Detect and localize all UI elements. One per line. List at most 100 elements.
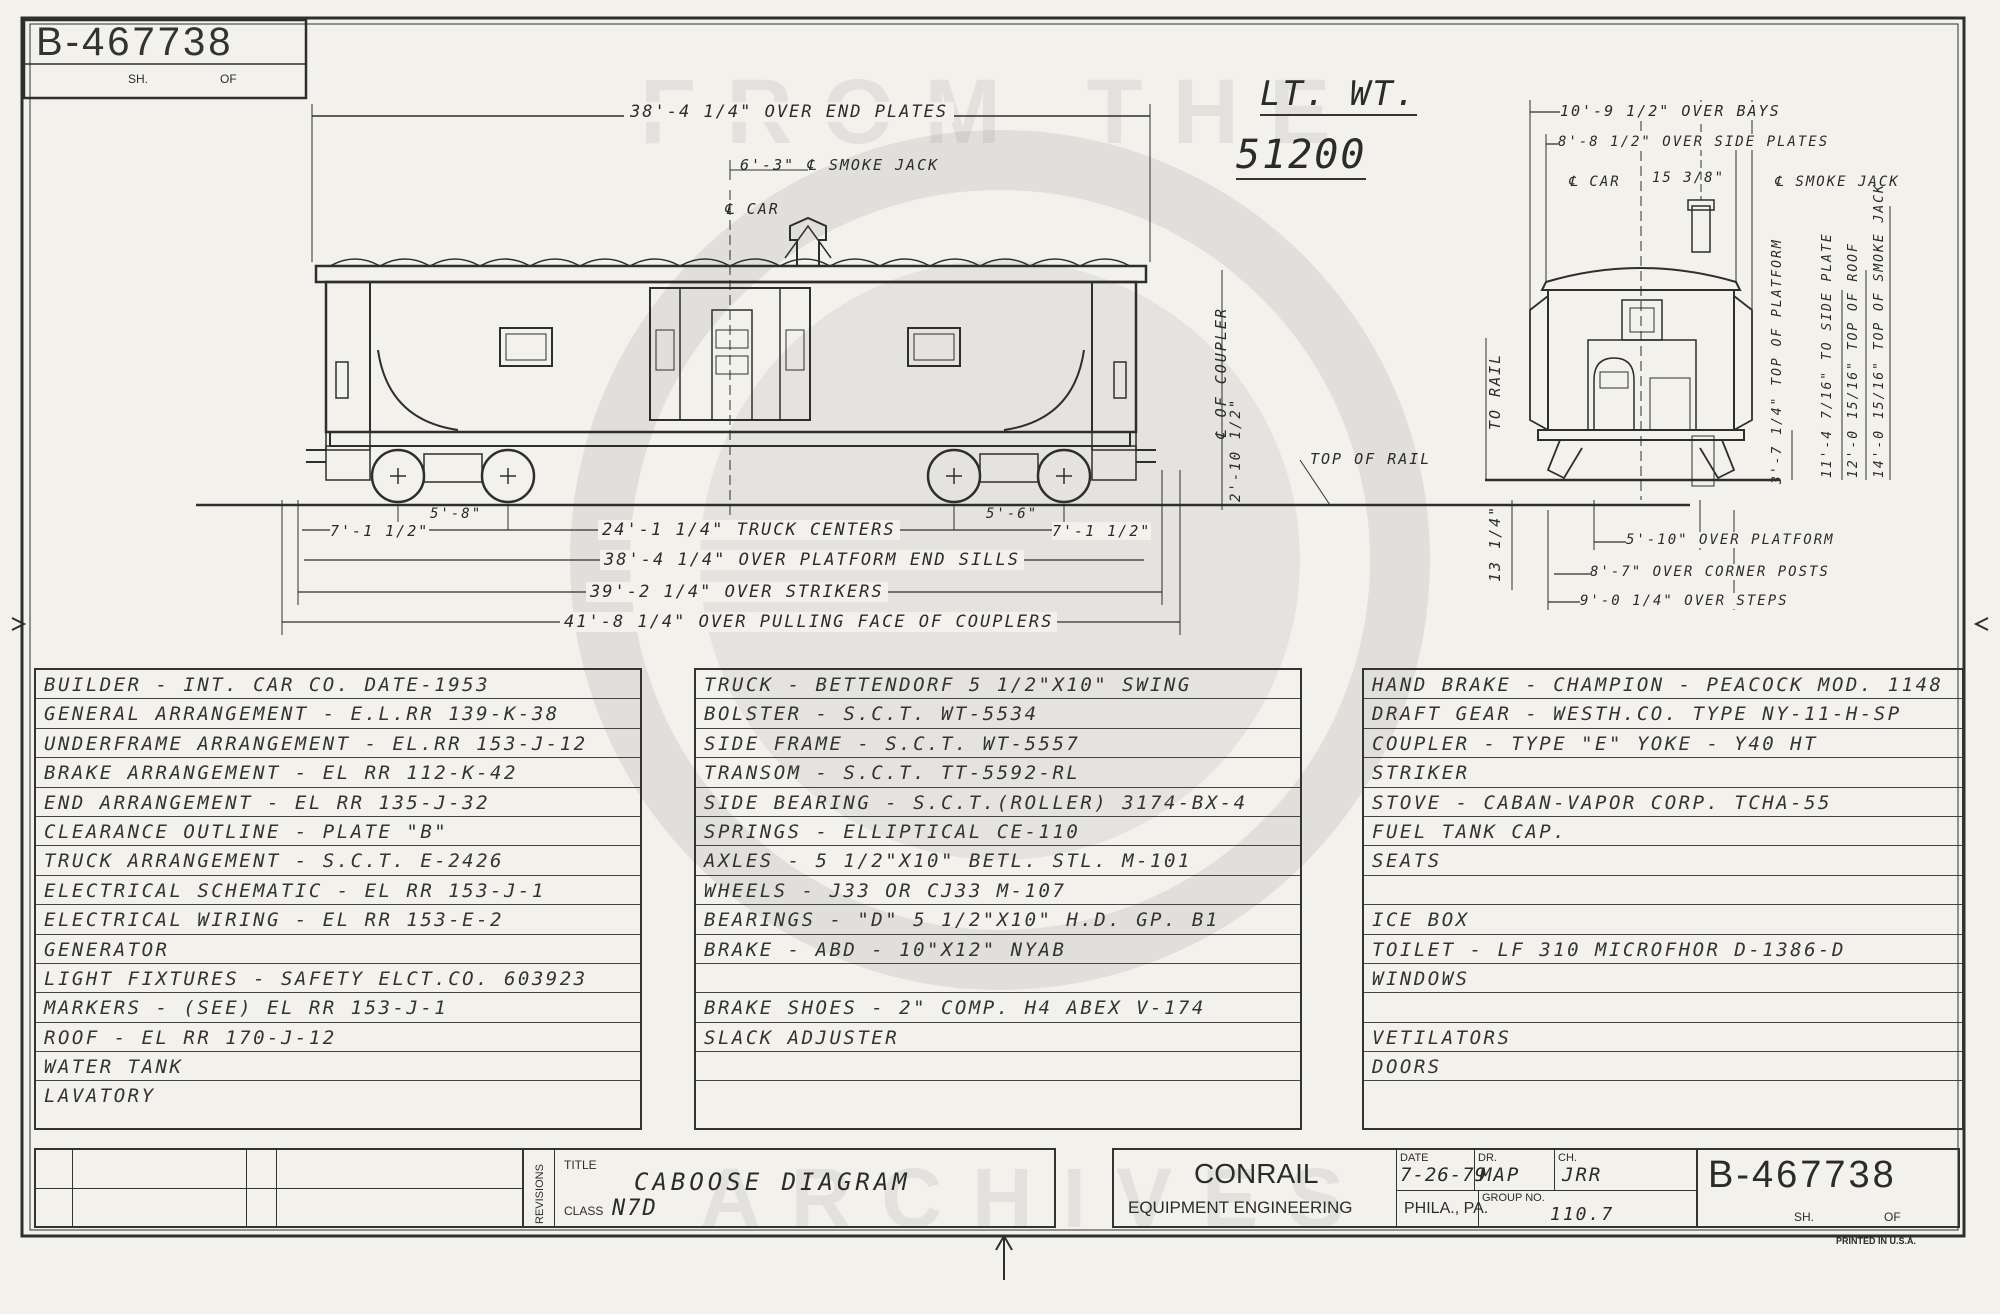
- dim-smoke-jack: 6'-3" ℄ SMOKE JACK: [740, 156, 940, 174]
- of-label-top: OF: [220, 72, 237, 86]
- dim-over-strikers: 39'-2 1/4" OVER STRIKERS: [586, 582, 888, 602]
- spec-row: LIGHT FIXTURES - SAFETY ELCT.CO. 603923: [36, 964, 640, 994]
- spec-row: AXLES - 5 1/2"X10" BETL. STL. M-101: [696, 846, 1300, 876]
- spec-row: BRAKE SHOES - 2" COMP. H4 ABEX V-174: [696, 993, 1300, 1023]
- ch-label: CH.: [1558, 1152, 1577, 1164]
- dim-end-left: 7'-1 1/2": [330, 522, 430, 540]
- dim-wheelbase-left: 5'-8": [430, 506, 483, 522]
- spec-row: TRUCK ARRANGEMENT - S.C.T. E-2426: [36, 846, 640, 876]
- spec-row: DRAFT GEAR - WESTH.CO. TYPE NY-11-H-SP: [1364, 699, 1962, 729]
- spec-table-truck: TRUCK - BETTENDORF 5 1/2"X10" SWING S.C.…: [694, 668, 1302, 1130]
- dim-over-couplers: 41'-8 1/4" OVER PULLING FACE OF COUPLERS: [560, 612, 1058, 632]
- dim-step-height: 13 1/4": [1486, 504, 1504, 582]
- label-end-car-cl: ℄ CAR: [1568, 174, 1621, 190]
- dim-side-plate-height: 11'-4 7/16" TO SIDE PLATE: [1820, 232, 1835, 478]
- spec-row: STOVE - CABAN-VAPOR CORP. TCHA-55: [1364, 788, 1962, 817]
- side-window: [499, 327, 553, 367]
- outer-border: [20, 16, 1966, 1238]
- spec-row: TOILET - LF 310 MICROFHOR D-1386-D: [1364, 935, 1962, 964]
- spec-row: SPRINGS - ELLIPTICAL CE-110: [696, 817, 1300, 847]
- spec-row: [696, 964, 1300, 994]
- spec-row: DOORS: [1364, 1052, 1962, 1082]
- dim-over-end-plates: 38'-4 1/4" OVER END PLATES: [624, 102, 955, 122]
- dim-truck-centers: 24'-1 1/4" TRUCK CENTERS: [598, 520, 900, 540]
- revisions-label: REVISIONS: [534, 1164, 546, 1224]
- of-label-bottom: OF: [1884, 1210, 1901, 1224]
- spec-row: [696, 1052, 1300, 1082]
- spec-row: GENERAL ARRANGEMENT - E.L.RR 139-K-38: [36, 699, 640, 729]
- sheet-label-top: SH.: [128, 72, 149, 86]
- date-value: 7-26-79: [1400, 1164, 1488, 1186]
- bays: [1529, 295, 1753, 431]
- class-label: CLASS: [564, 1204, 604, 1218]
- spec-row: ELECTRICAL SCHEMATIC - EL RR 153-J-1: [36, 876, 640, 906]
- revisions-block: [34, 1148, 524, 1228]
- group-label: GROUP NO.: [1482, 1192, 1545, 1204]
- printed-in-label: PRINTED IN U.S.A.: [1836, 1236, 1917, 1246]
- spec-row: [1364, 993, 1962, 1023]
- spec-row: [1364, 876, 1962, 906]
- side-window: [907, 327, 961, 367]
- spec-row: [1364, 1081, 1962, 1110]
- company-box: CONRAIL EQUIPMENT ENGINEERING DATE 7-26-…: [1112, 1148, 1960, 1228]
- drawing-title: CABOOSE DIAGRAM: [634, 1168, 911, 1196]
- location: PHILA., PA.: [1404, 1200, 1489, 1217]
- dim-over-sills: 38'-4 1/4" OVER PLATFORM END SILLS: [600, 550, 1024, 570]
- spec-row: BRAKE ARRANGEMENT - EL RR 112-K-42: [36, 758, 640, 788]
- spec-row: COUPLER - TYPE "E" YOKE - Y40 HT: [1364, 729, 1962, 759]
- dim-over-corner-posts: 8'-7" OVER CORNER POSTS: [1590, 564, 1830, 580]
- spec-row: VETILATORS: [1364, 1023, 1962, 1053]
- number-box-top: [22, 18, 308, 100]
- end-door: [1593, 357, 1635, 431]
- dim-jack-offset: 15 3/8": [1652, 170, 1726, 186]
- label-to-rail: TO RAIL: [1486, 352, 1504, 430]
- spec-row: ROOF - EL RR 170-J-12: [36, 1023, 640, 1053]
- dim-over-platform: 5'-10" OVER PLATFORM: [1626, 532, 1835, 548]
- dim-over-steps: 9'-0 1/4" OVER STEPS: [1580, 593, 1789, 609]
- drawing-number-bottom: B-467738: [1708, 1154, 1897, 1196]
- label-end-smoke-jack: ℄ SMOKE JACK: [1774, 174, 1900, 190]
- spec-row: SEATS: [1364, 846, 1962, 876]
- dim-roof-height: 12'-0 15/16" TOP OF ROOF: [1846, 242, 1861, 478]
- spec-row: MARKERS - (SEE) EL RR 153-J-1: [36, 993, 640, 1023]
- spec-row: WATER TANK: [36, 1052, 640, 1082]
- spec-row: SIDE BEARING - S.C.T.(ROLLER) 3174-BX-4: [696, 788, 1300, 817]
- spec-row: [696, 1081, 1300, 1110]
- spec-row: BUILDER - INT. CAR CO. DATE-1953: [36, 670, 640, 700]
- spec-row: CLEARANCE OUTLINE - PLATE "B": [36, 817, 640, 847]
- spec-row: LAVATORY: [44, 1085, 156, 1108]
- dim-over-side-plates: 8'-8 1/2" OVER SIDE PLATES: [1558, 134, 1830, 150]
- light-weight-label: LT. WT.: [1260, 74, 1418, 116]
- dim-end-right: 7'-1 1/2": [1052, 522, 1152, 540]
- spec-row: ELECTRICAL WIRING - EL RR 153-E-2: [36, 905, 640, 935]
- dim-coupler-height: 2'-10 1/2": [1228, 397, 1244, 502]
- end-smoke-jack: [1691, 205, 1711, 253]
- spec-row: TRANSOM - S.C.T. TT-5592-RL: [696, 758, 1300, 788]
- spec-row: TRUCK - BETTENDORF 5 1/2"X10" SWING S.C.…: [696, 670, 1300, 700]
- spec-row: BEARINGS - "D" 5 1/2"X10" H.D. GP. B1 BR…: [696, 905, 1300, 935]
- spec-row: UNDERFRAME ARRANGEMENT - EL.RR 153-J-12: [36, 729, 640, 759]
- sheet-label-bottom: SH.: [1794, 1210, 1815, 1224]
- dim-platform-height: 3'-7 1/4" TOP OF PLATFORM: [1770, 238, 1785, 484]
- group-value: 110.7: [1550, 1204, 1615, 1225]
- dim-over-bays: 10'-9 1/2" OVER BAYS: [1560, 102, 1781, 120]
- label-car-centerline: ℄ CAR: [724, 200, 780, 218]
- spec-row: ICE BOX: [1364, 905, 1962, 935]
- title-label: TITLE: [564, 1158, 597, 1172]
- dim-smoke-jack-height: 14'-0 15/16" TOP OF SMOKE JACK: [1872, 183, 1887, 478]
- ch-value: JRR: [1562, 1164, 1603, 1186]
- date-label: DATE: [1400, 1152, 1429, 1164]
- drawing-number-top: B-467738: [36, 20, 234, 64]
- spec-row: WINDOWS: [1364, 964, 1962, 994]
- spec-row: END ARRANGEMENT - EL RR 135-J-32: [36, 788, 640, 817]
- spec-row: BRAKE - ABD - 10"X12" NYAB: [696, 935, 1300, 964]
- company-name: CONRAIL: [1194, 1158, 1319, 1189]
- spec-row: WHEELS - J33 OR CJ33 M-107: [696, 876, 1300, 906]
- spec-row: STRIKER: [1364, 758, 1962, 788]
- label-top-of-rail: TOP OF RAIL: [1310, 450, 1432, 468]
- dr-value: MAP: [1480, 1164, 1521, 1186]
- light-weight-value: 51200: [1236, 132, 1367, 180]
- spec-row: HAND BRAKE - CHAMPION - PEACOCK MOD. 114…: [1364, 670, 1962, 700]
- spec-row: GENERATOR: [36, 935, 640, 964]
